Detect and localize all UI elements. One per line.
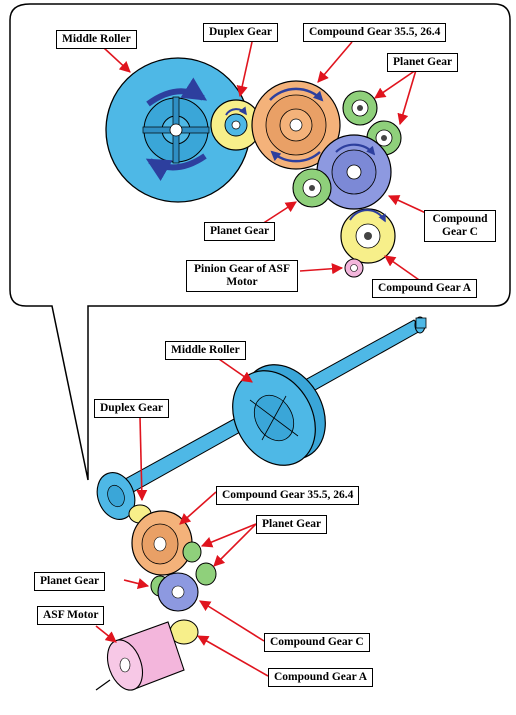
bottom-leader-lines (95, 356, 269, 677)
label-compound-gear-a-top: Compound Gear A (372, 279, 478, 298)
planet-gear-top-3 (292, 168, 332, 208)
label-pinion-gear: Pinion Gear of ASF Motor (186, 260, 298, 292)
asf-motor (95, 621, 185, 691)
compound-gear-35-top (251, 80, 341, 170)
label-duplex-gear-top: Duplex Gear (203, 23, 278, 42)
label-compound-gear-c-bottom: Compound Gear C (264, 633, 370, 652)
label-compound-gear-c-top: Compound Gear C (424, 210, 496, 242)
label-compound-gear-35-bottom: Compound Gear 35.5, 26.4 (216, 486, 360, 505)
label-duplex-gear-bottom: Duplex Gear (94, 399, 169, 418)
planet-gear-bottom-1 (182, 541, 202, 563)
label-asf-motor: ASF Motor (37, 606, 105, 625)
label-middle-roller-top: Middle Roller (56, 30, 137, 49)
compound-gear-a-top (340, 208, 396, 264)
middle-roller-bottom (232, 364, 326, 466)
compound-gear-c-top (316, 134, 392, 210)
compound-gear-c-bottom (157, 572, 199, 612)
roller-end-disc (96, 472, 136, 520)
planet-gear-bottom-2 (195, 562, 217, 586)
top-leader-lines (103, 41, 429, 283)
middle-roller-top (105, 57, 251, 203)
label-middle-roller-bottom: Middle Roller (165, 341, 246, 360)
pinion-gear-top (344, 258, 364, 278)
label-planet-gear-bottom-left: Planet Gear (34, 572, 106, 591)
label-compound-gear-35-top: Compound Gear 35.5, 26.4 (303, 23, 447, 42)
label-planet-gear-top-right: Planet Gear (387, 53, 459, 72)
label-planet-gear-top-left: Planet Gear (204, 222, 276, 241)
planet-gear-top-1 (342, 90, 378, 126)
duplex-gear-top (210, 99, 262, 151)
label-planet-gear-bottom-right: Planet Gear (256, 515, 328, 534)
label-compound-gear-a-bottom: Compound Gear A (268, 668, 374, 687)
compound-gear-35-bottom (131, 510, 193, 576)
